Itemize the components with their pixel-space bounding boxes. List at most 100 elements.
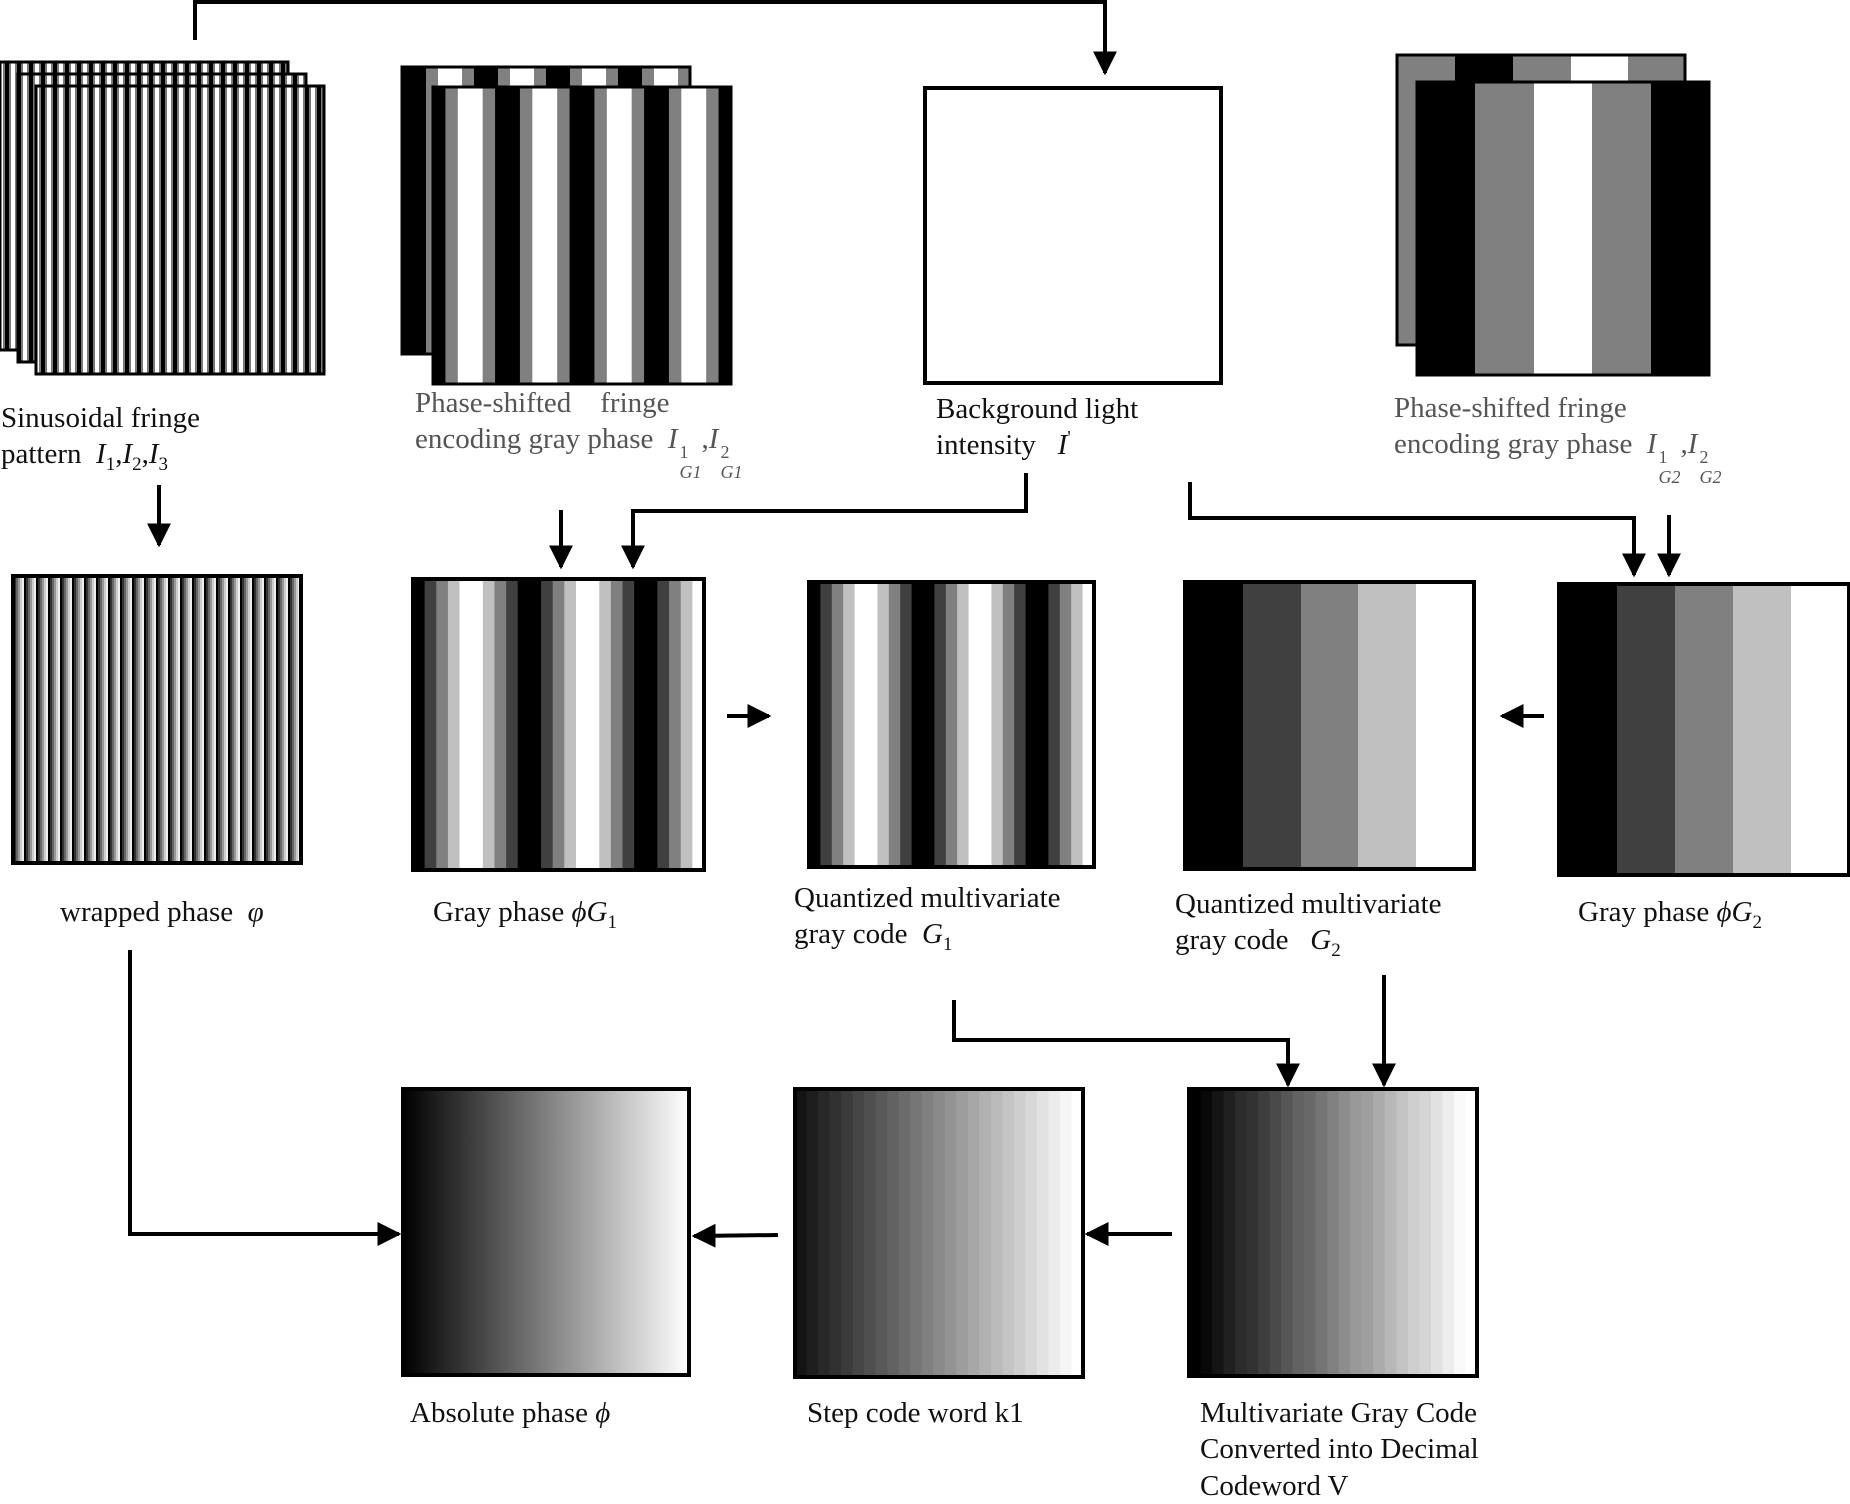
stripe bbox=[795, 1089, 808, 1377]
stripe bbox=[945, 582, 958, 867]
stripe bbox=[594, 87, 608, 384]
stripe bbox=[934, 582, 947, 867]
stripe bbox=[1258, 1089, 1271, 1376]
stripe bbox=[980, 582, 992, 867]
stripe bbox=[967, 1089, 980, 1377]
stripe bbox=[575, 579, 589, 870]
phase-shifted-g1-stack bbox=[400, 65, 733, 386]
stripe bbox=[610, 579, 624, 870]
stripe bbox=[1002, 1089, 1015, 1377]
stripe bbox=[1071, 1089, 1084, 1377]
g1-front-stripes bbox=[433, 87, 732, 384]
stripe bbox=[1014, 582, 1027, 867]
stripe bbox=[979, 1089, 992, 1377]
stripe bbox=[494, 579, 507, 870]
stripe bbox=[507, 87, 521, 384]
arrow-step-to-absolute bbox=[691, 1223, 779, 1248]
stripe bbox=[599, 579, 612, 870]
stripe bbox=[506, 579, 519, 870]
quantized-g2-frame bbox=[1183, 580, 1476, 871]
stripe bbox=[692, 579, 705, 870]
stripe bbox=[1071, 582, 1084, 867]
stripe bbox=[606, 87, 620, 384]
stripe bbox=[1013, 1089, 1026, 1377]
stripe bbox=[809, 582, 821, 867]
stripe bbox=[1036, 1089, 1050, 1377]
multivariate-frame bbox=[1187, 1087, 1479, 1378]
stripe bbox=[680, 579, 693, 870]
stripe bbox=[1059, 582, 1072, 867]
stripe bbox=[864, 1089, 877, 1377]
stripe bbox=[1281, 1089, 1294, 1376]
stripe bbox=[471, 579, 484, 870]
stripe bbox=[544, 87, 558, 384]
stripe bbox=[517, 579, 530, 870]
quantized-g1-stripes bbox=[809, 582, 1095, 867]
stripe bbox=[968, 582, 981, 867]
stripe bbox=[1059, 1089, 1073, 1377]
stripe bbox=[1246, 1089, 1259, 1376]
stripe bbox=[445, 87, 459, 384]
stripe bbox=[1200, 1089, 1213, 1376]
stripe bbox=[482, 87, 496, 384]
label-absolute-phase: Absolute phase ϕ bbox=[410, 1397, 611, 1429]
gray-phase-g1-stripes bbox=[413, 579, 705, 870]
label-multivariate: Multivariate Gray Code Converted into De… bbox=[1200, 1397, 1479, 1502]
stripe bbox=[582, 87, 596, 384]
stripe bbox=[1396, 1089, 1409, 1376]
stripe bbox=[1430, 1089, 1444, 1376]
stripe bbox=[1350, 1089, 1363, 1376]
gray-phase-g2-frame bbox=[1557, 582, 1850, 877]
stripe bbox=[529, 579, 542, 870]
stripe bbox=[1189, 1089, 1202, 1376]
stripe bbox=[424, 579, 437, 870]
label-quantized-g2: Quantized multivariate gray code G2 bbox=[1175, 888, 1442, 962]
stripe bbox=[541, 579, 554, 870]
stripe bbox=[436, 579, 449, 870]
stripe bbox=[1269, 1089, 1282, 1376]
stripe bbox=[854, 582, 867, 867]
label-sinusoidal: Sinusoidal fringe pattern I1,I2,I3 bbox=[1, 402, 200, 476]
fringe-frame-front bbox=[34, 84, 326, 376]
stripe bbox=[806, 1089, 819, 1377]
label-phase-shifted-g2: Phase-shifted fringe encoding gray phase… bbox=[1394, 392, 1722, 488]
g1-frame-front bbox=[431, 85, 733, 386]
stripe bbox=[569, 87, 583, 384]
label-gray-phase-g1: Gray phase ϕG1 bbox=[433, 896, 617, 933]
stripe bbox=[910, 1089, 923, 1377]
stripe bbox=[1235, 1089, 1248, 1376]
stripe bbox=[1327, 1089, 1340, 1376]
stripe bbox=[831, 582, 844, 867]
stripe bbox=[1361, 1089, 1374, 1376]
stripe bbox=[887, 1089, 900, 1377]
quantized-g1-frame bbox=[807, 580, 1096, 869]
stripe bbox=[669, 579, 682, 870]
stripe bbox=[956, 1089, 969, 1377]
stripe bbox=[693, 87, 707, 384]
stripe bbox=[852, 1089, 865, 1377]
stripe bbox=[656, 87, 670, 384]
background-light-frame bbox=[923, 86, 1223, 385]
stripe bbox=[557, 87, 571, 384]
stripe bbox=[668, 87, 682, 384]
stripe bbox=[622, 579, 635, 870]
stripe bbox=[1419, 1089, 1432, 1376]
stripe bbox=[1292, 1089, 1305, 1376]
label-phase-shifted-g1: Phase-shifted fringe encoding gray phase… bbox=[415, 387, 743, 483]
stripe bbox=[532, 87, 546, 384]
stripe bbox=[1384, 1089, 1397, 1376]
stripe bbox=[619, 87, 633, 384]
stripe bbox=[1407, 1089, 1420, 1376]
stripe bbox=[706, 87, 720, 384]
phase-shifted-g2-stack bbox=[1395, 53, 1711, 377]
stripe bbox=[1453, 1089, 1467, 1376]
arrow-background-to-grayphase-g2 bbox=[1188, 482, 1646, 578]
stripe bbox=[564, 579, 577, 870]
stripe bbox=[1002, 582, 1015, 867]
label-background: Background light intensity I' bbox=[936, 393, 1139, 462]
g2-frame-front bbox=[1415, 80, 1711, 377]
stripe bbox=[1048, 1089, 1061, 1377]
stripe bbox=[1442, 1089, 1455, 1376]
stripe bbox=[1212, 1089, 1225, 1376]
